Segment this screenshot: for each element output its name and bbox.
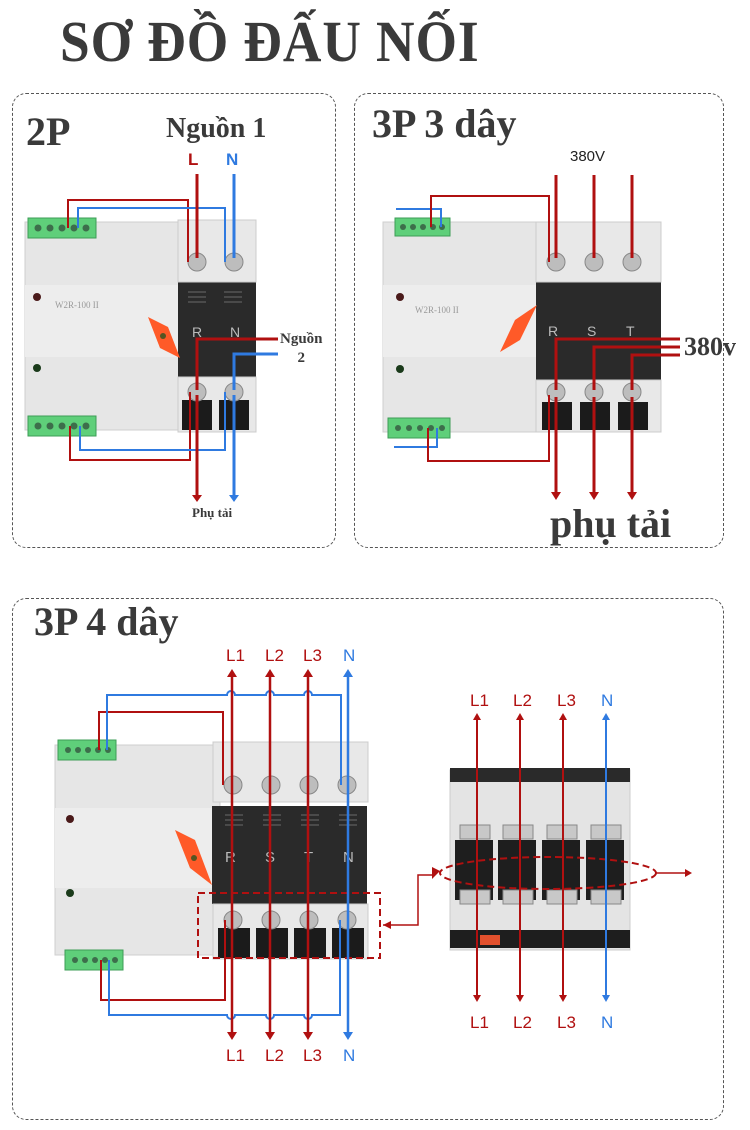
detail-top-label-l2: L2 [513, 691, 532, 710]
panel-3p4w-title: 3P 4 dây [34, 599, 179, 644]
load-label: Phụ tải [192, 505, 233, 520]
line-label: L [188, 150, 199, 169]
detail-bottom-label-l2: L2 [513, 1013, 532, 1032]
top-label-l3: L3 [303, 646, 322, 665]
top-label-n: N [343, 646, 356, 665]
panel-3p3w-title: 3P 3 dây [372, 101, 517, 146]
bottom-label-n: N [343, 1046, 356, 1065]
panel-2p-title: 2P [26, 109, 71, 154]
detail-bottom-label-l1: L1 [470, 1013, 489, 1032]
top-label-l2: L2 [265, 646, 284, 665]
panel-3p4w [12, 598, 724, 1120]
bottom-label-l2: L2 [265, 1046, 284, 1065]
load-label-3p3w: phụ tải [550, 501, 672, 546]
source1-label: Nguồn 1 [166, 113, 267, 144]
source2-label-line2: 2 [297, 350, 306, 366]
detail-top-label-l1: L1 [470, 691, 489, 710]
detail-top-label-l3: L3 [557, 691, 576, 710]
bottom-label-l1: L1 [226, 1046, 245, 1065]
detail-top-label-n: N [601, 691, 614, 710]
detail-bottom-label-n: N [601, 1013, 614, 1032]
top-label-l1: L1 [226, 646, 245, 665]
detail-bottom-label-l3: L3 [557, 1013, 576, 1032]
source2-label-line1: Nguồn [280, 331, 323, 347]
source2-voltage-label: 380v [684, 332, 736, 361]
page-title: SƠ ĐỒ ĐẤU NỐI [60, 9, 480, 74]
source2-label: Nguồn 2 [280, 330, 323, 368]
neutral-label: N [226, 150, 239, 169]
panel-3p3w [354, 93, 724, 548]
panel-2p [12, 93, 336, 548]
bottom-label-l3: L3 [303, 1046, 322, 1065]
input-voltage-label: 380V [570, 148, 606, 165]
